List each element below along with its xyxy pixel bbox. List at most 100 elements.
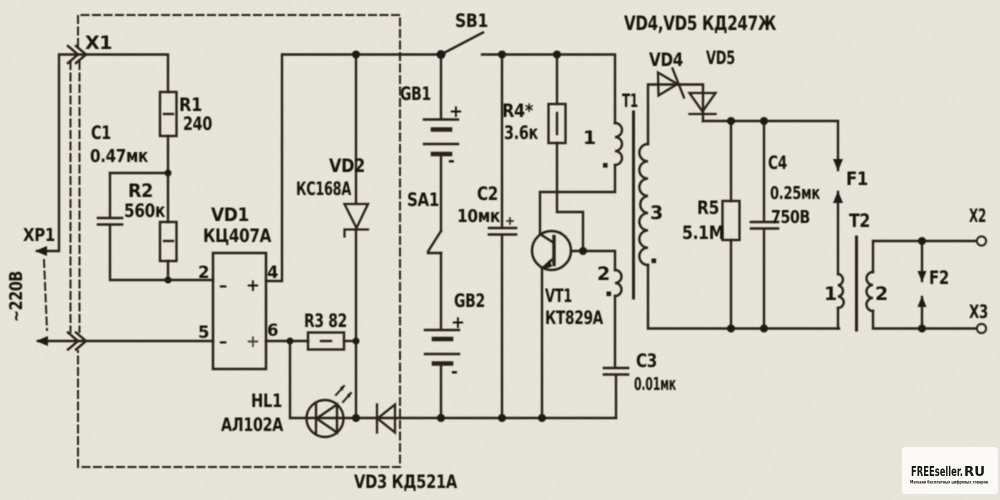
vd4-cathode-bar bbox=[671, 67, 686, 99]
label-r5-value: 5.1М bbox=[682, 222, 724, 244]
label-vt1: VT1 bbox=[545, 285, 572, 307]
label-vd1-pin5: 5 bbox=[198, 323, 209, 342]
gb1-plus: + bbox=[449, 102, 462, 121]
switch-sa1 bbox=[426, 229, 443, 255]
wire-hv-top-bus bbox=[701, 119, 840, 172]
led-hl1 bbox=[305, 384, 353, 439]
zener-vd2 bbox=[342, 202, 370, 238]
resistor-r2 bbox=[158, 220, 178, 263]
logo-text-red: FREEseller. bbox=[911, 465, 963, 480]
watermark-logo: FREEseller. RU Магазин бесплатных цифров… bbox=[902, 447, 998, 494]
transformer-t1 bbox=[603, 110, 657, 300]
wire-xp1-top-to-r1 bbox=[35, 53, 170, 253]
transformer-t2 bbox=[836, 235, 875, 332]
label-t1-w1: 1 bbox=[583, 127, 596, 149]
battery-gb2 bbox=[423, 328, 461, 366]
label-hl1: HL1 bbox=[251, 390, 282, 412]
terminal-x3 bbox=[975, 322, 988, 335]
connector-x1-top-chevrons bbox=[66, 44, 88, 65]
vd3-triangle bbox=[375, 402, 397, 435]
label-r2: R2 bbox=[128, 180, 153, 202]
xp1-bottom-prong-arrow bbox=[36, 336, 48, 346]
t1-winding-2-coil bbox=[613, 268, 623, 298]
t2-winding-2-coil bbox=[865, 270, 875, 313]
diode-vd5 bbox=[687, 91, 718, 116]
f1-up-arrow bbox=[833, 191, 843, 203]
vd1-mark-plus-bot: + bbox=[246, 332, 259, 351]
label-vd1-value: КЦ407А bbox=[203, 225, 272, 247]
wire-led-anode bbox=[288, 339, 308, 420]
label-vd45-note: VD4,VD5 КД247Ж bbox=[624, 12, 776, 35]
label-t2-w2: 2 bbox=[875, 283, 888, 305]
label-vd1-pin2: 2 bbox=[198, 263, 209, 282]
bridge-rectifier-vd1 bbox=[211, 251, 268, 371]
resistor-r1 bbox=[158, 90, 178, 138]
wire-w1-to-collector bbox=[538, 163, 617, 236]
label-gb1: GB1 bbox=[400, 83, 431, 105]
wire-w3-bottom-bus bbox=[646, 263, 841, 330]
label-vd5: VD5 bbox=[706, 47, 735, 69]
f1-down-arrow bbox=[833, 159, 843, 171]
vd1-mark-minus-bot: – bbox=[219, 332, 227, 351]
t2-winding-1-coil bbox=[836, 272, 845, 310]
battery-gb1 bbox=[422, 118, 460, 157]
label-t1-w2: 2 bbox=[597, 263, 610, 285]
wire-bus-right-of-sb1 bbox=[480, 53, 617, 125]
logo-tagline: Магазин бесплатных цифровых товаров bbox=[910, 479, 988, 486]
label-t2-w1: 1 bbox=[824, 283, 837, 305]
label-r5: R5 bbox=[697, 197, 719, 219]
label-c2-value: 10мк bbox=[457, 207, 500, 227]
label-hl1-value: АЛ102А bbox=[221, 414, 284, 436]
label-vd2-value: КС168А bbox=[296, 178, 351, 200]
wire-r4-to-base-node bbox=[555, 141, 585, 253]
label-c3: C3 bbox=[636, 350, 657, 372]
vd1-mark-plus-top: + bbox=[246, 276, 259, 295]
vt1-emitter-arrow bbox=[543, 259, 552, 270]
label-r3: R3 82 bbox=[304, 310, 347, 332]
connector-x1-bottom-chevrons bbox=[66, 330, 88, 352]
label-sb1: SB1 bbox=[455, 10, 488, 32]
t1-winding-3-coil bbox=[638, 142, 650, 267]
label-c4-value: 0.25мк bbox=[770, 184, 820, 204]
switch-sb1 bbox=[440, 30, 485, 56]
capacitor-c4 bbox=[749, 220, 780, 230]
plug-xp1-dashed-link bbox=[42, 258, 49, 332]
f2-up-arrow bbox=[917, 296, 927, 307]
label-c1-value: 0.47мк bbox=[90, 147, 148, 167]
logo-text-black: RU bbox=[964, 465, 985, 480]
c2-plus-mark bbox=[506, 217, 514, 225]
hl1-light-arrows bbox=[334, 384, 353, 404]
diode-vd3 bbox=[375, 402, 397, 435]
label-c3-value: 0.01мк bbox=[634, 375, 676, 395]
t1-w2-phase-dot bbox=[606, 291, 612, 297]
label-r2-value: 560к bbox=[124, 200, 165, 222]
label-t2: T2 bbox=[849, 210, 870, 232]
diode-vd4 bbox=[656, 67, 686, 99]
capacitor-c2 bbox=[487, 217, 518, 236]
gb2-minus: - bbox=[451, 362, 457, 381]
t1-w1-phase-dot bbox=[603, 163, 608, 168]
wire-t2w2-to-x2 bbox=[871, 239, 978, 274]
label-vd2: VD2 bbox=[329, 155, 365, 177]
resistor-r3 bbox=[306, 331, 346, 351]
hl1-triangle bbox=[314, 402, 339, 435]
label-220v: ~220В bbox=[7, 271, 27, 322]
label-sa1: SA1 bbox=[407, 189, 439, 211]
junction-dots bbox=[164, 50, 926, 422]
label-c1: C1 bbox=[91, 122, 111, 144]
label-vd4: VD4 bbox=[649, 49, 683, 71]
label-vt1-value: КТ829А bbox=[545, 307, 603, 329]
label-vd3: VD3 КД521А bbox=[354, 471, 458, 493]
label-c2: C2 bbox=[477, 183, 498, 205]
label-t1: T1 bbox=[622, 90, 638, 112]
label-x2: X2 bbox=[969, 205, 986, 227]
resistor-r4 bbox=[547, 102, 567, 145]
gb2-plus: + bbox=[451, 313, 464, 332]
spark-gap-f2 bbox=[917, 271, 927, 307]
gb1-minus: - bbox=[448, 151, 454, 170]
resistor-r5 bbox=[721, 199, 741, 242]
t1-winding-1-coil bbox=[613, 121, 624, 167]
vt1-collector-diag bbox=[538, 232, 556, 245]
